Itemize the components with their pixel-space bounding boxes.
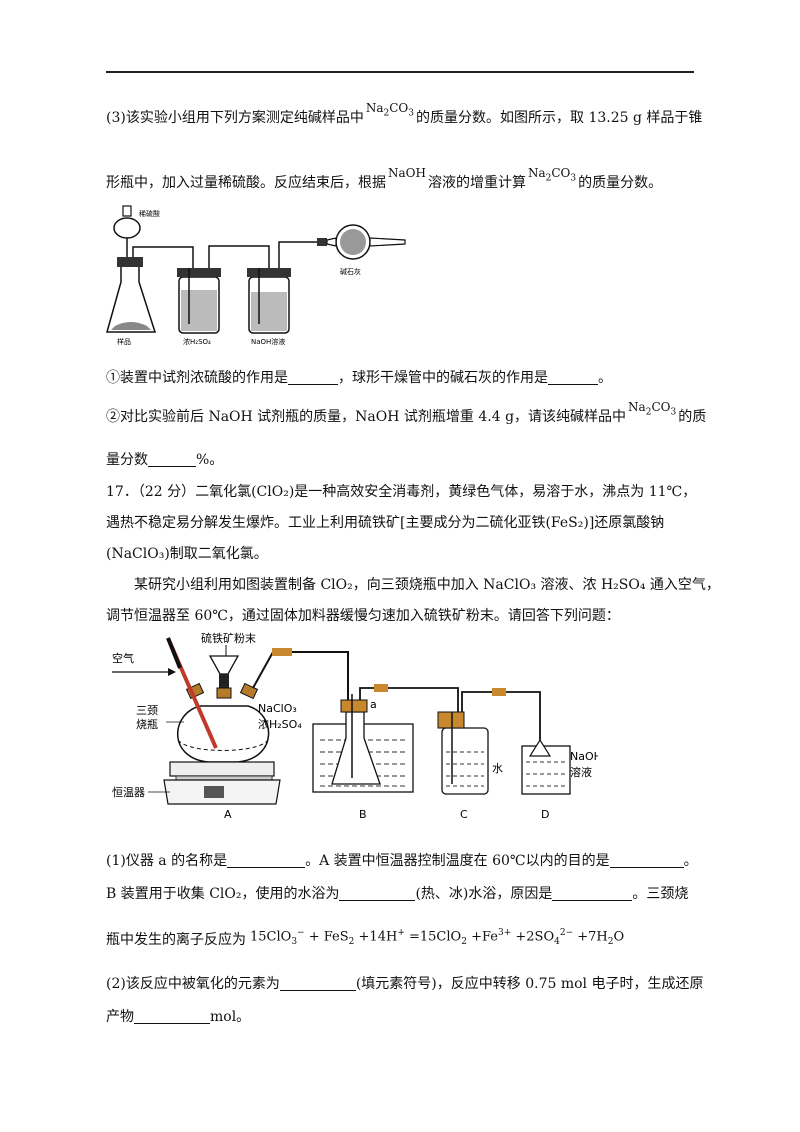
q17-heading: 17．（22 分）二氧化氯(ClO₂)是一种高效安全消毒剂，黄绿色气体，易溶于水… (106, 484, 697, 500)
q17-part2-line1: (2)该反应中被氧化的元素为(填元素符号)，反应中转移 0.75 mol 电子时… (106, 976, 704, 992)
na2co3-formula: Na2CO3 (628, 400, 677, 418)
apparatus-B: B (359, 808, 367, 821)
reagent-label-2: 浓H₂SO₄ (258, 718, 302, 731)
solid-feeder (208, 655, 240, 675)
q17-line-4: 某研究小组利用如图装置制备 ClO₂，向三颈烧瓶中加入 NaClO₃ 溶液、浓 … (134, 577, 720, 593)
answer-blank-5[interactable] (609, 853, 684, 868)
naoh-formula: NaOH (388, 166, 426, 180)
ionic-equation: 15ClO3− + FeS2 +14H+ =15ClO2 +Fe3+ +2SO4… (250, 928, 625, 947)
q17-line-3: (NaClO₃)制取二氧化氯。 (106, 546, 268, 562)
naoh-label-2: 溶液 (570, 765, 592, 779)
q17-line-5: 调节恒温器至 60℃，通过固体加料器缓慢匀速加入硫铁矿粉末。请回答下列问题： (106, 608, 620, 624)
thermostat-label: 恒温器 (112, 786, 145, 799)
bottle2-label: NaOH溶液 (251, 337, 285, 346)
flask-label-1: 三颈 (136, 704, 158, 717)
q17-part1-line2: B 装置用于收集 ClO₂，使用的水浴为(热、冰)水浴，原因是。三颈烧 (106, 886, 689, 902)
funnel-label: 稀硫酸 (139, 209, 160, 218)
header-rule (106, 71, 694, 73)
clo2-apparatus-figure: 空气 硫铁矿粉末 三颈 烧瓶 NaClO₃ 浓H₂SO₄ 恒温器 A a B 水… (112, 631, 598, 821)
q3-sub2-cont: 量分数%。 (106, 452, 224, 468)
apparatus-D: D (541, 808, 549, 821)
answer-blank-1[interactable] (288, 370, 338, 385)
co2-apparatus-figure: 稀硫酸 样品 浓H₂SO₄ NaOH溶液 碱石灰 (106, 205, 406, 346)
flask-label: 样品 (117, 337, 131, 346)
naoh-label-1: NaOH (570, 750, 598, 763)
apparatus-C: C (460, 808, 468, 821)
answer-blank-6[interactable] (339, 886, 416, 901)
flask-label-2: 烧瓶 (136, 717, 158, 731)
q17-line-2: 遇热不稳定易分解发生爆炸。工业上利用硫铁矿[主要成分为二硫化亚铁(FeS₂)]还… (106, 515, 665, 531)
na2co3-formula: Na2CO3 (527, 166, 577, 184)
answer-blank-9[interactable] (134, 1009, 210, 1024)
answer-blank-4[interactable] (227, 853, 306, 868)
na2co3-formula: Na2CO3 (365, 101, 414, 119)
reagent-label-1: NaClO₃ (258, 702, 297, 715)
q3-sub2: ②对比实验前后 NaOH 试剂瓶的质量，NaOH 试剂瓶增重 4.4 g，请该纯… (106, 400, 706, 432)
bottle1-label: 浓H₂SO₄ (183, 337, 211, 346)
q17-part1-line3: 瓶中发生的离子反应为 (106, 932, 246, 948)
air-label: 空气 (112, 651, 134, 665)
water-bottle-c (441, 727, 489, 795)
apparatus-A: A (224, 808, 232, 821)
q3-sub1: ①装置中试剂浓硫酸的作用是，球形干燥管中的碱石灰的作用是。 (106, 370, 612, 386)
conical-flask (106, 261, 157, 333)
three-neck-flask (177, 705, 270, 763)
thermostat (169, 761, 275, 777)
answer-blank-3[interactable] (148, 452, 196, 467)
label-a: a (370, 698, 377, 711)
tube-label: 碱石灰 (340, 267, 361, 276)
answer-blank-2[interactable] (548, 370, 598, 385)
q17-part1-line1: (1)仪器 a 的名称是。A 装置中恒温器控制温度在 60℃以内的目的是。 (106, 853, 698, 869)
answer-blank-8[interactable] (279, 976, 356, 991)
separatory-funnel (113, 217, 141, 239)
powder-label: 硫铁矿粉末 (201, 631, 256, 645)
water-label: 水 (492, 762, 503, 775)
answer-blank-7[interactable] (552, 886, 633, 901)
